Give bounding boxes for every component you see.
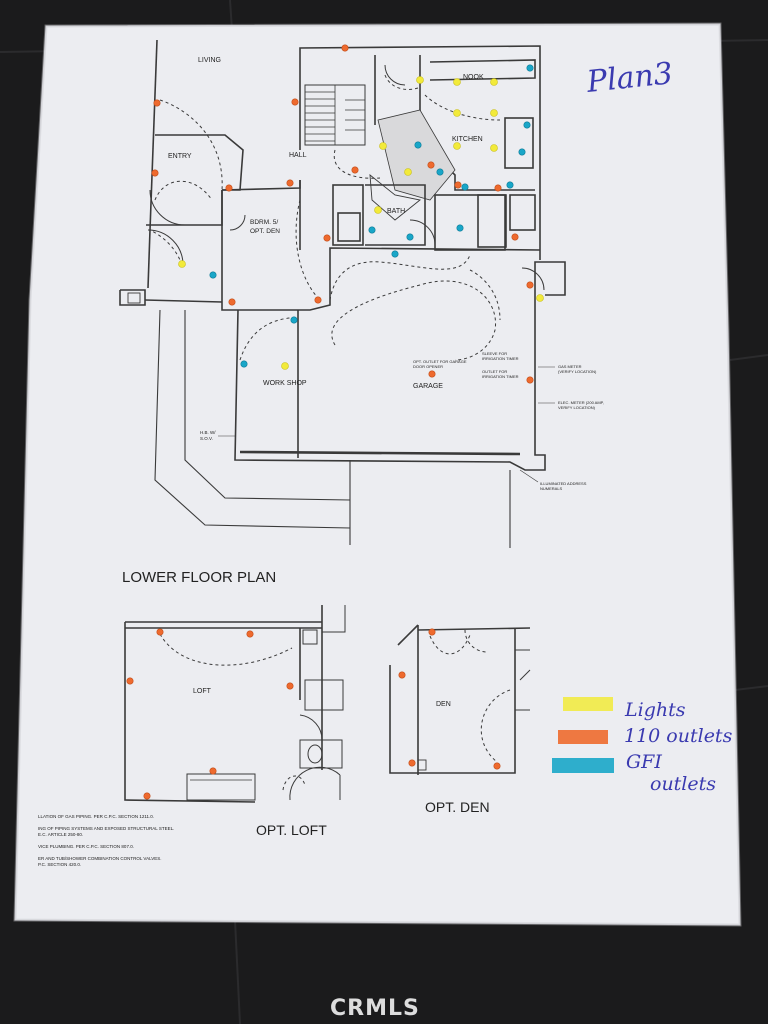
marker-dots (126, 44, 544, 800)
room-bdrm-line2: OPT. DEN (250, 228, 280, 235)
footnotes: LLATION OF GAS PIPING. PER C.P.C. SECTIO… (38, 814, 174, 867)
den-title: OPT. DEN (425, 799, 490, 815)
footnote-2: ING OF PIPING SYSTEMS AND EXPOSED STRUCT… (38, 826, 174, 831)
light-markers (178, 76, 544, 370)
loft-dashes (159, 633, 306, 791)
main-title: LOWER FLOOR PLAN (122, 569, 276, 586)
loft-walls (124, 605, 346, 803)
room-work-shop: WORK SHOP (263, 380, 307, 387)
note-elec-meter-sub: VERIFY LOCATION) (558, 405, 596, 410)
room-garage: GARAGE (413, 383, 443, 390)
room-living: LIVING (198, 57, 221, 64)
room-hall: HALL (289, 152, 307, 159)
legend-swatch-110 (558, 730, 608, 744)
loft-title: OPT. LOFT (256, 822, 327, 838)
note-sleeve: SLEEVE FOR (482, 351, 507, 356)
room-nook: NOOK (463, 74, 484, 81)
paper-sheet (14, 23, 741, 926)
footnote-3: E.C. ARTICLE 250-80. (38, 832, 83, 837)
note-illuminated: ILLUMINATED ADDRESS (540, 481, 587, 486)
legend-swatch-lights (563, 697, 613, 711)
legend-gfi: GFI (626, 751, 662, 773)
footnote-1: LLATION OF GAS PIPING. PER C.P.C. SECTIO… (38, 814, 154, 819)
note-opt-outlet-sub: DOOR OPENER (413, 364, 443, 369)
legend-lights: Lights (624, 699, 686, 721)
legend-gfi-line2: outlets (650, 773, 716, 795)
note-leaders (218, 366, 555, 483)
footnote-4: VICE PLUMBING. PER C.P.C. SECTION 807.0. (38, 844, 134, 849)
room-loft: LOFT (193, 688, 212, 695)
room-kitchen: KITCHEN (452, 136, 483, 143)
legend-swatch-gfi (552, 758, 614, 773)
door-swing-arcs (147, 64, 545, 291)
plan-notes: OPT. OUTLET FOR GARAGE DOOR OPENER SLEEV… (200, 351, 604, 491)
footnote-5: ER AND TUB/SHOWER COMBINATION CONTROL VA… (38, 856, 162, 861)
note-gas-meter-sub: (VERIFY LOCATION) (558, 369, 597, 374)
room-bath: BATH (387, 208, 405, 215)
outlet-110-markers (126, 44, 534, 800)
note-elec-meter: ELEC. METER (200 AMP, (558, 400, 604, 405)
legend-110: 110 outlets (624, 725, 733, 747)
note-opt-outlet: OPT. OUTLET FOR GARAGE (413, 359, 467, 364)
gfi-markers (209, 64, 534, 368)
room-den: DEN (436, 701, 451, 708)
lower-floor-walls (119, 39, 566, 548)
paper-shading (13, 22, 742, 927)
room-labels: LIVING ENTRY HALL NOOK KITCHEN BATH BDRM… (168, 57, 484, 390)
legend: Lights 110 outlets GFI outlets (552, 697, 733, 795)
note-illuminated-sub: NUMERALS (540, 486, 563, 491)
note-hb-sub: S.O.V. (200, 436, 213, 441)
watermark: CRMLS (330, 996, 420, 1021)
note-hb: H.B. W/ (200, 430, 216, 435)
note-gas-meter: GAS METER (558, 364, 582, 369)
room-bdrm-line1: BDRM. 5/ (250, 219, 278, 226)
footnote-6: P.C. SECTION 420.0. (38, 862, 81, 867)
room-entry: ENTRY (168, 153, 192, 160)
note-outlet-irr: OUTLET FOR (482, 369, 507, 374)
note-sleeve-sub: IRRIGATION TIMER (482, 356, 519, 361)
den-walls (389, 624, 531, 775)
note-outlet-irr-sub: IRRIGATION TIMER (482, 374, 519, 379)
den-dashes (429, 629, 511, 763)
